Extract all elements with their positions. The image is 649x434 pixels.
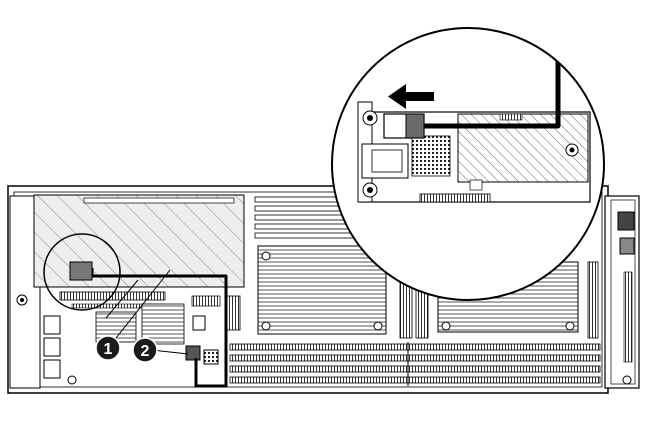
vrm-strip bbox=[588, 262, 598, 338]
port-1 bbox=[44, 316, 60, 334]
dimm-slot bbox=[230, 355, 600, 361]
heatsink-screw bbox=[442, 322, 450, 330]
dimm-slot bbox=[230, 366, 600, 372]
edge-pins bbox=[624, 272, 632, 362]
cable-connector-2 bbox=[186, 346, 200, 360]
edge-connector bbox=[618, 212, 634, 230]
callout-2: 2 bbox=[133, 338, 157, 362]
zoom-small-header bbox=[500, 114, 522, 120]
riser-top-slot bbox=[84, 198, 234, 203]
dimm-slot bbox=[230, 377, 600, 383]
heatsink-screw bbox=[262, 322, 270, 330]
callout-1-label: 1 bbox=[104, 341, 113, 358]
riser-cage-panel bbox=[34, 195, 244, 287]
header bbox=[192, 296, 220, 306]
standoff-left bbox=[68, 376, 76, 384]
zoom-detail bbox=[332, 28, 604, 300]
heatsink-screw bbox=[566, 322, 574, 330]
chip bbox=[193, 316, 205, 330]
dimm-slot bbox=[230, 344, 600, 350]
arrow-shaft bbox=[404, 92, 434, 101]
zoom-cable-plug-body bbox=[406, 114, 424, 138]
edge-connector bbox=[620, 238, 634, 254]
cable-connector-1 bbox=[70, 262, 92, 280]
screw-left-center bbox=[20, 298, 24, 302]
zoom-bracket-screw-center bbox=[367, 115, 373, 121]
zoom-card-screw-center bbox=[570, 148, 575, 153]
heatsink-screw bbox=[262, 252, 270, 260]
chip bbox=[204, 350, 218, 364]
callout-2-label: 2 bbox=[141, 343, 150, 360]
zoom-component bbox=[470, 180, 482, 190]
connector-block bbox=[226, 296, 240, 330]
port-2 bbox=[44, 338, 60, 356]
zoom-edge-connector bbox=[420, 194, 490, 202]
zoom-bracket-screw-center bbox=[367, 187, 373, 193]
callout-1: 1 bbox=[96, 336, 120, 360]
heatsink-screw bbox=[374, 322, 382, 330]
cpu1-heatsink bbox=[258, 246, 386, 334]
zoom-chip bbox=[412, 136, 450, 176]
edge-screw bbox=[623, 376, 631, 384]
port-3 bbox=[44, 360, 60, 378]
zoom-port bbox=[372, 150, 402, 172]
